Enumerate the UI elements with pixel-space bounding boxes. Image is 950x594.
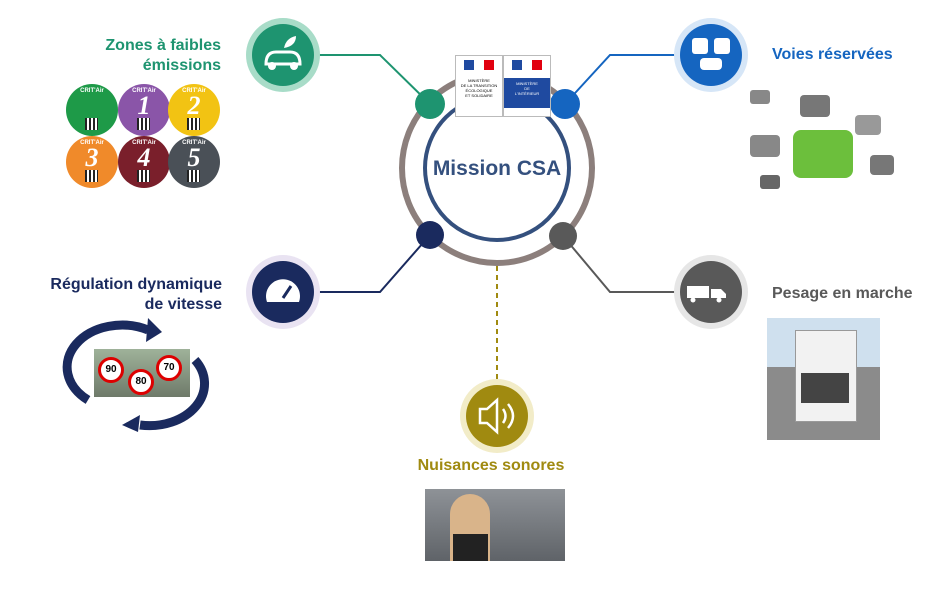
traffic-noise-image bbox=[425, 489, 565, 561]
truck-icon bbox=[674, 255, 748, 329]
eco-car-icon bbox=[246, 18, 320, 92]
weigh-in-motion-image bbox=[767, 318, 880, 440]
rotate-arrows-icon bbox=[62, 320, 209, 431]
speed-signs-image: 90 80 70 bbox=[94, 349, 190, 397]
connector-regulation bbox=[318, 234, 431, 293]
node-voies bbox=[550, 89, 580, 119]
label-nuisances: Nuisances sonores bbox=[417, 457, 565, 474]
connector-voies bbox=[564, 54, 675, 105]
connector-zfe bbox=[318, 54, 431, 105]
speedometer-icon bbox=[246, 255, 320, 329]
label-voies: Voies réservées bbox=[772, 46, 893, 63]
connector-pesage bbox=[562, 235, 675, 293]
bus-car-icon bbox=[674, 18, 748, 92]
critair-sticker: CRIT'Air bbox=[66, 84, 118, 136]
node-zfe bbox=[415, 89, 445, 119]
label-pesage: Pesage en marche bbox=[772, 285, 913, 302]
node-regulation bbox=[416, 221, 444, 249]
reserved-lanes-image bbox=[745, 85, 900, 195]
node-pesage bbox=[549, 222, 577, 250]
center-title: Mission CSA bbox=[432, 157, 562, 180]
speaker-icon bbox=[460, 379, 534, 453]
